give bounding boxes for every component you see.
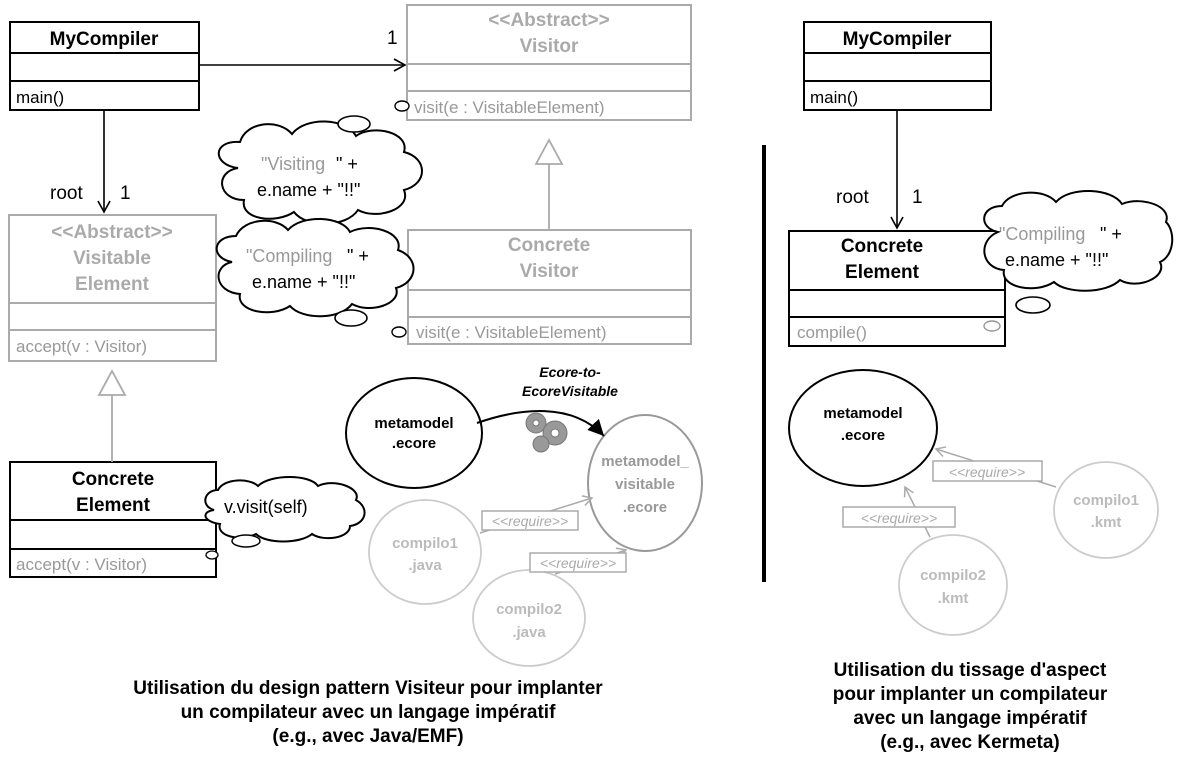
metamodel-visitable-2: visitable <box>615 476 675 493</box>
concrete-visitor-name-2: Visitor <box>520 261 579 282</box>
assoc-root-role: root <box>50 183 83 204</box>
bubble-compiling-1b: " + <box>347 246 369 266</box>
gears-icon <box>525 412 568 453</box>
transformation-label-1: Ecore-to- <box>539 364 601 380</box>
bubble-visit-self: v.visit(self) <box>224 497 308 517</box>
cloud-compiling-left: "Compiling " + e.name + "!!" <box>215 217 415 318</box>
cloudlet <box>334 309 368 327</box>
compilo2-kmt-2: .kmt <box>938 590 969 607</box>
inheritance-visitor <box>534 138 564 230</box>
concrete-visitor-op: visit(e : VisitableElement) <box>416 323 607 342</box>
metamodel-ecore-left: metamodel .ecore <box>345 377 483 489</box>
assoc-right-root-mult: 1 <box>912 187 923 208</box>
visitable-op: accept(v : Visitor) <box>16 337 147 356</box>
inheritance-visitable <box>97 369 127 462</box>
caption-right-4: (e.g., avec Kermeta) <box>880 732 1060 753</box>
cloudlet <box>337 115 371 133</box>
compilo1-java: compilo1 .java <box>368 499 482 605</box>
require-right-label-2: <<require>> <box>861 510 937 526</box>
cloudlet <box>391 326 407 338</box>
cloudlet <box>1015 296 1051 314</box>
visitable-name-1: Visitable <box>73 248 151 269</box>
visitable-stereotype: <<Abstract>> <box>51 222 172 243</box>
metamodel-visitable-1: metamodel_ <box>601 453 689 470</box>
compilo1-java-1: compilo1 <box>392 535 458 552</box>
bubble-compiling-right-1a: "Compiling <box>999 224 1085 244</box>
transformation-arrow <box>476 410 605 437</box>
mycompiler-right-op: main() <box>810 88 858 107</box>
cloudlet <box>983 320 1001 332</box>
abstract-visitable-element-class: <<Abstract>> Visitable Element accept(v … <box>8 214 217 362</box>
concrete-visitor-class: Concrete Visitor visit(e : VisitableElem… <box>407 229 692 345</box>
visitor-name: Visitor <box>520 36 579 57</box>
mycompiler-name: MyCompiler <box>50 29 159 50</box>
bubble-compiling-right-1b: " + <box>1100 224 1122 244</box>
assoc-right-root-role: root <box>836 187 869 208</box>
mycompiler-op: main() <box>16 88 64 107</box>
transformation-label-2: EcoreVisitable <box>522 383 618 399</box>
bubble-compiling-2: e.name + "!!" <box>252 272 355 292</box>
metamodel-visitable-ecore: metamodel_ visitable .ecore <box>587 414 703 552</box>
bubble-compiling-right-2: e.name + "!!" <box>1005 250 1108 270</box>
concrete-element-right-name-1: Concrete <box>841 236 923 257</box>
metamodel-right-2: .ecore <box>841 427 885 444</box>
bubble-compiling-1a: "Compiling <box>246 246 332 266</box>
bubble-visiting-1b: " + <box>336 154 358 174</box>
visitable-name-2: Element <box>75 274 150 295</box>
compilo1-kmt: compilo1 .kmt <box>1053 461 1159 559</box>
cloud-compiling-right: "Compiling " + e.name + "!!" <box>983 190 1174 292</box>
caption-right-2: pour implanter un compilateur <box>833 684 1108 705</box>
compilo2-kmt-1: compilo2 <box>920 567 986 584</box>
concrete-element-right-name-2: Element <box>845 262 920 283</box>
concrete-element-class-left: Concrete Element accept(v : Visitor) <box>9 461 217 578</box>
concrete-element-op: accept(v : Visitor) <box>16 555 147 574</box>
cloudlet <box>205 550 219 560</box>
caption-left-3: (e.g., avec Java/EMF) <box>272 726 463 747</box>
metamodel-ecore-right: metamodel .ecore <box>788 369 938 487</box>
compilo1-java-2: .java <box>408 557 442 574</box>
require-label-1: <<require>> <box>492 513 568 529</box>
cloudlet <box>231 534 261 548</box>
bubble-visiting-2: e.name + "!!" <box>257 180 360 200</box>
visitor-stereotype: <<Abstract>> <box>488 10 609 31</box>
caption-left-2: un compilateur avec un langage impératif <box>181 702 556 723</box>
compilo1-kmt-2: .kmt <box>1091 514 1122 531</box>
mycompiler-class-right: MyCompiler main() <box>803 21 992 111</box>
metamodel-left-2: .ecore <box>392 435 436 452</box>
cloudlet <box>394 100 410 112</box>
assoc-visitor-mult: 1 <box>387 28 398 49</box>
caption-left-1: Utilisation du design pattern Visiteur p… <box>133 678 603 699</box>
concrete-element-name-2: Element <box>76 495 151 516</box>
metamodel-visitable-3: .ecore <box>623 499 667 516</box>
metamodel-left-1: metamodel <box>374 415 453 432</box>
cloud-visit-self: v.visit(self) <box>204 476 366 543</box>
compilo2-java-1: compilo2 <box>496 601 562 618</box>
compilo2-java: compilo2 .java <box>472 569 586 667</box>
caption-right-1: Utilisation du tissage d'aspect <box>834 660 1107 681</box>
concrete-element-name-1: Concrete <box>72 469 154 490</box>
caption-right-3: avec un langage impératif <box>853 708 1087 729</box>
mycompiler-right-name: MyCompiler <box>843 29 952 50</box>
mycompiler-class-left: MyCompiler main() <box>9 21 200 111</box>
assoc-root-mult: 1 <box>120 183 131 204</box>
concrete-visitor-name-1: Concrete <box>508 235 590 256</box>
compilo2-java-2: .java <box>512 624 546 641</box>
cloud-visiting: "Visiting " + e.name + "!!" <box>217 120 423 225</box>
visitor-op: visit(e : VisitableElement) <box>414 98 605 117</box>
compilo2-kmt: compilo2 .kmt <box>898 534 1008 636</box>
require-label-2: <<require>> <box>540 555 616 571</box>
metamodel-right-1: metamodel <box>823 405 902 422</box>
abstract-visitor-class: <<Abstract>> Visitor visit(e : Visitable… <box>406 4 692 121</box>
concrete-element-right-op: compile() <box>797 323 867 342</box>
bubble-visiting-1a: "Visiting <box>261 154 325 174</box>
require-right-label-1: <<require>> <box>949 464 1025 480</box>
concrete-element-class-right: Concrete Element compile() <box>788 230 1006 347</box>
compilo1-kmt-1: compilo1 <box>1073 492 1139 509</box>
